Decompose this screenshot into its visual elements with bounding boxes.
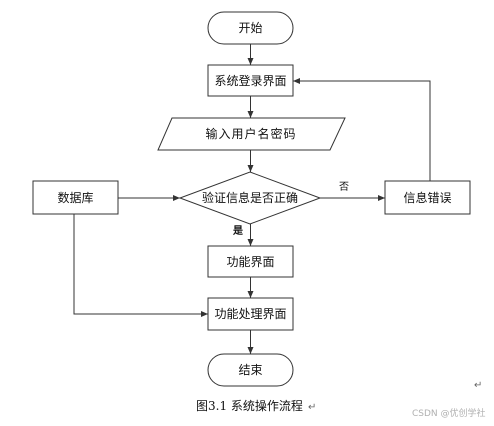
node-end-label: 结束 bbox=[238, 363, 262, 377]
node-input-shape bbox=[157, 117, 346, 151]
node-login: 系统登录界面 bbox=[207, 64, 294, 97]
node-start: 开始 bbox=[207, 11, 294, 45]
node-database-shape bbox=[32, 180, 119, 215]
node-function-process-label: 功能处理界面 bbox=[214, 307, 286, 321]
node-error: 信息错误 bbox=[384, 180, 471, 215]
node-error-label: 信息错误 bbox=[403, 190, 451, 205]
node-function-process: 功能处理界面 bbox=[207, 297, 294, 331]
node-function-label: 功能界面 bbox=[226, 255, 274, 269]
node-function: 功能界面 bbox=[207, 245, 294, 278]
node-login-label: 系统登录界面 bbox=[214, 73, 286, 88]
node-verify: 验证信息是否正确 bbox=[178, 171, 322, 225]
node-function-shape bbox=[207, 245, 294, 278]
node-input: 输入用户名密码 bbox=[157, 117, 346, 151]
edge-label-no: 否 bbox=[339, 181, 349, 193]
node-database-label: 数据库 bbox=[57, 190, 93, 205]
paragraph-mark: ↵ bbox=[474, 380, 482, 391]
figure-caption: 图3.1 系统操作流程 bbox=[196, 398, 303, 413]
node-start-shape bbox=[207, 11, 294, 45]
node-database: 数据库 bbox=[32, 180, 119, 215]
edge-error-to-login bbox=[293, 78, 431, 181]
node-verify-label: 验证信息是否正确 bbox=[202, 190, 298, 205]
edge-label-yes: 是 bbox=[232, 225, 243, 237]
node-end-shape bbox=[207, 353, 294, 387]
node-verify-shape bbox=[178, 171, 322, 225]
node-start-label: 开始 bbox=[238, 21, 262, 35]
node-input-label: 输入用户名密码 bbox=[205, 126, 296, 141]
node-function-process-shape bbox=[207, 297, 294, 331]
edge-database-to-process bbox=[73, 214, 208, 317]
watermark: CSDN @优创学社 bbox=[412, 407, 486, 419]
node-error-shape bbox=[384, 180, 471, 215]
node-end: 结束 bbox=[207, 353, 294, 387]
node-login-shape bbox=[207, 64, 294, 97]
caption-paragraph-mark: ↵ bbox=[308, 402, 316, 413]
